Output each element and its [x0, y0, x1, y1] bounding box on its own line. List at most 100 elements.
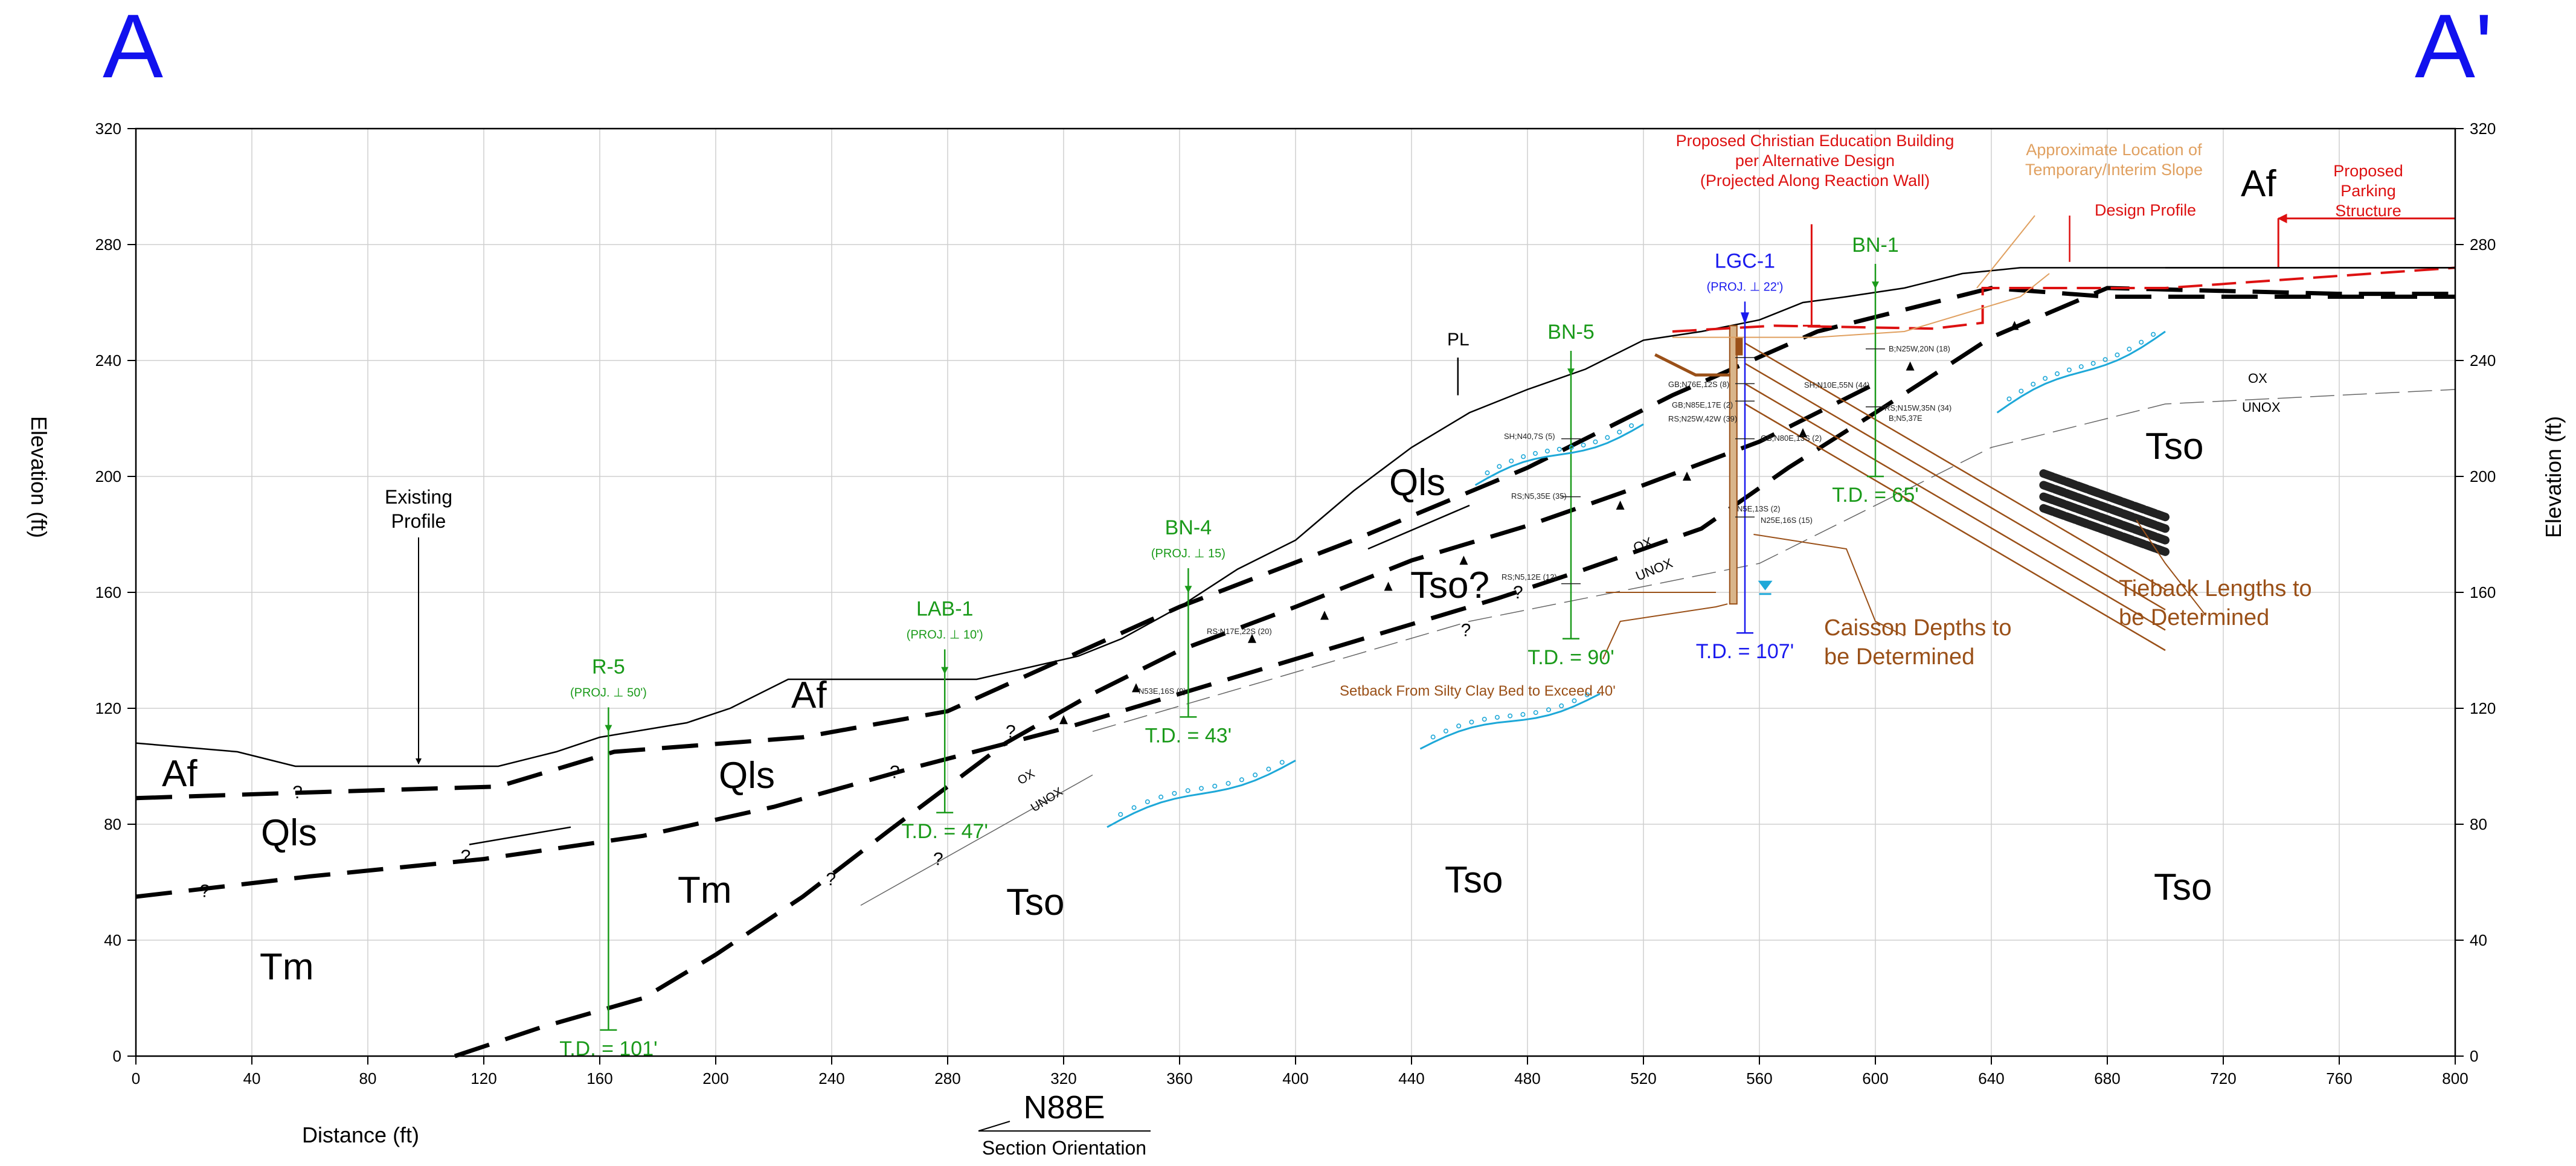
boring-total-depth: T.D. = 47' — [901, 820, 988, 843]
tieback-anchor-zone — [2039, 469, 2170, 522]
attitude-triangle — [1059, 715, 1068, 725]
boring-total-depth: T.D. = 90' — [1527, 646, 1614, 669]
y-tick-label-left: 40 — [104, 931, 121, 949]
unox-label-2: UNOX — [1634, 556, 1675, 584]
tieback-rod — [1744, 403, 2166, 652]
silty-clay-bed — [1474, 423, 1644, 486]
silty-clay-dot — [2102, 357, 2108, 362]
x-tick-label: 80 — [359, 1069, 377, 1088]
boring-name: BN-5 — [1547, 321, 1594, 344]
existing-ground-profile — [135, 267, 2455, 767]
silty-clay-dot — [1497, 464, 1502, 469]
boring-total-depth: T.D. = 65' — [1832, 484, 1919, 507]
silty-clay-dot — [1572, 698, 1577, 703]
attitude-note: RS;N17E,22S (20) — [1207, 627, 1272, 636]
x-tick-label: 640 — [1978, 1069, 2004, 1088]
contact-qls-base — [135, 286, 2455, 899]
x-tick-label: 320 — [1050, 1069, 1076, 1088]
x-tick-label: 560 — [1746, 1069, 1772, 1088]
attitude-note: RS;N5,12E (12) — [1502, 572, 1557, 581]
attitude-triangle — [2010, 321, 2019, 330]
y-tick-label-left: 0 — [113, 1047, 121, 1065]
silty-clay-dot — [1279, 760, 1285, 765]
tieback-anchor-zone — [2039, 481, 2170, 533]
y-tick-label-left: 280 — [95, 235, 121, 254]
y-tick-label-left: 160 — [95, 583, 121, 601]
silty-clay-dot — [1199, 786, 1204, 791]
attitude-notes: SH;N40,7S (5) RS;N5,35E (35) RS;N5,12E (… — [1139, 344, 1951, 696]
unit-af-left: Af — [162, 753, 198, 795]
orientation-bearing: N88E — [1023, 1089, 1105, 1126]
boring-name: BN-1 — [1852, 234, 1898, 257]
wall-bracket — [1654, 353, 1730, 377]
silty-clay-bed — [1419, 693, 1601, 750]
tieback-rod — [1744, 342, 2166, 591]
silty-clay-dot — [1485, 470, 1490, 476]
attitude-triangle — [1616, 501, 1625, 510]
x-tick-label: 440 — [1398, 1069, 1424, 1088]
borings-layer: R-5(PROJ. ⊥ 50')T.D. = 101'LAB-1(PROJ. ⊥… — [559, 234, 1919, 1060]
unit-qls-left: Qls — [261, 812, 317, 854]
tieback-rod — [1744, 362, 2166, 610]
unit-af-right: Af — [2241, 163, 2276, 205]
silty-clay-dot — [1456, 723, 1462, 729]
silty-clay-dot — [1266, 766, 1271, 772]
attitude-triangle — [1132, 683, 1140, 693]
tieback-leader — [2136, 519, 2206, 617]
query-mark: ? — [826, 870, 836, 889]
unox-label-3: UNOX — [2242, 400, 2281, 415]
contact-tm-base — [454, 382, 1877, 1059]
silty-clay-dot — [1593, 439, 1598, 444]
boring-name: LGC-1 — [1715, 249, 1775, 272]
unit-tm-left: Tm — [260, 946, 314, 988]
silty-clay-dot — [1556, 446, 1562, 452]
tieback-lengths-label-1: Tieback Lengths to — [2119, 576, 2312, 601]
silty-clay-dot — [1158, 794, 1164, 799]
y-tick-label-right: 320 — [2470, 120, 2496, 138]
x-tick-label: 800 — [2442, 1069, 2468, 1088]
query-mark: ? — [461, 847, 471, 866]
thin-contact — [469, 826, 571, 845]
unit-tso-2: Tso — [1445, 859, 1503, 901]
y-tick-label-right: 80 — [2470, 815, 2487, 833]
attitude-triangle — [1906, 361, 1915, 371]
silty-clay-dot — [1533, 710, 1538, 716]
proposed-building-label-2: per Alternative Design — [1735, 152, 1895, 170]
x-tick-label: 480 — [1514, 1069, 1540, 1088]
unit-qls-mid: Qls — [719, 755, 775, 796]
x-tick-label: 360 — [1166, 1069, 1192, 1088]
x-tick-label: 600 — [1862, 1069, 1888, 1088]
proposed-structures — [1602, 213, 2456, 659]
x-tick-label: 760 — [2326, 1069, 2352, 1088]
section-label-a-prime: A' — [2415, 0, 2493, 97]
silty-clay-dot — [1546, 707, 1551, 713]
silty-clay-dot — [1253, 772, 1258, 778]
unit-tso-queried: Tso? — [1410, 565, 1489, 606]
ox-label-1: OX — [1015, 767, 1037, 787]
silty-clay-dot — [1544, 449, 1550, 454]
x-tick-label: 720 — [2210, 1069, 2236, 1088]
silty-clay-dot — [1239, 777, 1244, 783]
attitude-note: N5E,13S (2) — [1737, 504, 1781, 513]
parking-structure-label-1: Proposed — [2333, 162, 2403, 180]
existing-profile-label-2: Profile — [391, 510, 446, 532]
x-tick-label: 0 — [132, 1069, 140, 1088]
y-tick-label-right: 280 — [2470, 235, 2496, 254]
attitude-note: RS;N15W,35N (34) — [1884, 403, 1951, 412]
silty-clay-bed — [1107, 760, 1296, 828]
attitude-note: SH;N10E,55N (44) — [1804, 380, 1869, 389]
y-axis-title-left: Elevation (ft) — [27, 416, 51, 538]
x-tick-label: 120 — [471, 1069, 496, 1088]
approx-slope-label-1: Approximate Location of — [2026, 141, 2202, 159]
boring-name: R-5 — [592, 655, 625, 678]
query-mark: ? — [933, 850, 943, 870]
x-tick-label: 520 — [1630, 1069, 1656, 1088]
attitude-triangle — [1248, 633, 1256, 643]
tieback-rod — [1744, 383, 2166, 631]
setback-note: Setback From Silty Clay Bed to Exceed 40… — [1340, 683, 1616, 699]
boring-arrowhead — [1741, 312, 1749, 325]
query-mark: ? — [1513, 583, 1523, 603]
silty-clay-dot — [1430, 734, 1436, 740]
unox-label-1: UNOX — [1029, 785, 1065, 815]
